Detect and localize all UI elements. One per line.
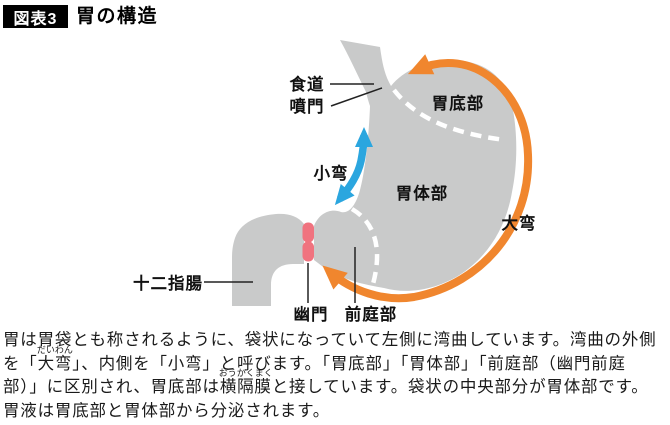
- cardia-label: 噴門: [290, 97, 325, 116]
- text-line: 部）」に区別され、胃底部は横隔膜おうかくまくと接しています。袋状の中央部分が胃体…: [3, 368, 669, 400]
- duodenum-shape: [232, 213, 304, 306]
- text-line: 胃液は胃底部と胃体部から分泌されます。: [3, 400, 669, 424]
- furigana: おうかくまく: [218, 368, 273, 378]
- gastric-body-label: 胃体部: [396, 183, 449, 203]
- ruby-term: 大弯だいわん: [36, 344, 73, 373]
- page-title: 胃の構造: [76, 6, 159, 27]
- lesser-curvature-label: 小弯: [314, 163, 349, 183]
- text-segment: 胃は胃袋とも称されるように、袋状になっていて左側に湾曲しています。湾曲の外側: [3, 331, 657, 349]
- pylorus-band: [302, 222, 314, 262]
- pylorus-label: 幽門: [294, 305, 329, 324]
- fundus-label: 胃底部: [432, 93, 485, 113]
- figure-number-badge: 図表3: [3, 5, 68, 28]
- fundus-boundary-dashed-line: [392, 88, 506, 143]
- body-paragraph: 胃は胃袋とも称されるように、袋状になっていて左側に湾曲しています。湾曲の外側を「…: [3, 329, 669, 423]
- text-line: 胃は胃袋とも称されるように、袋状になっていて左側に湾曲しています。湾曲の外側: [3, 329, 669, 353]
- text-segment: 部）」に区別され、胃底部は: [3, 378, 220, 396]
- duodenum-label: 十二指腸: [133, 273, 203, 293]
- cardia-pointer-line: [330, 87, 383, 107]
- stomach-diagram: 食道 噴門 胃底部 小弯 胃体部 大弯 十二指腸 幽門 前庭部: [133, 40, 537, 324]
- furigana: だいわん: [36, 344, 73, 355]
- ruby-term: 横隔膜おうかくまく: [218, 368, 273, 397]
- antrum-label: 前庭部: [345, 304, 398, 324]
- text-line: を「大弯だいわん」、内側を「小弯」と呼びます。「胃底部」「胃体部」「前庭部（幽門…: [3, 344, 669, 377]
- text-segment: 」、内側を「小弯」と呼びます。「胃底部」「胃体部」「前庭部（幽門前庭: [72, 354, 626, 373]
- greater-curvature-arrow: [322, 54, 533, 303]
- text-segment: 胃液は胃底部と胃体部から分泌されます。: [3, 401, 331, 420]
- esophagus-label: 食道: [290, 74, 325, 94]
- figure-title: 図表3 胃の構造: [3, 5, 158, 28]
- greater-curvature-label: 大弯: [502, 213, 537, 233]
- text-segment: を「: [3, 354, 38, 373]
- text-segment: と接しています。袋状の中央部分が胃体部です。: [271, 378, 649, 396]
- lesser-curvature-arrow: [334, 127, 373, 206]
